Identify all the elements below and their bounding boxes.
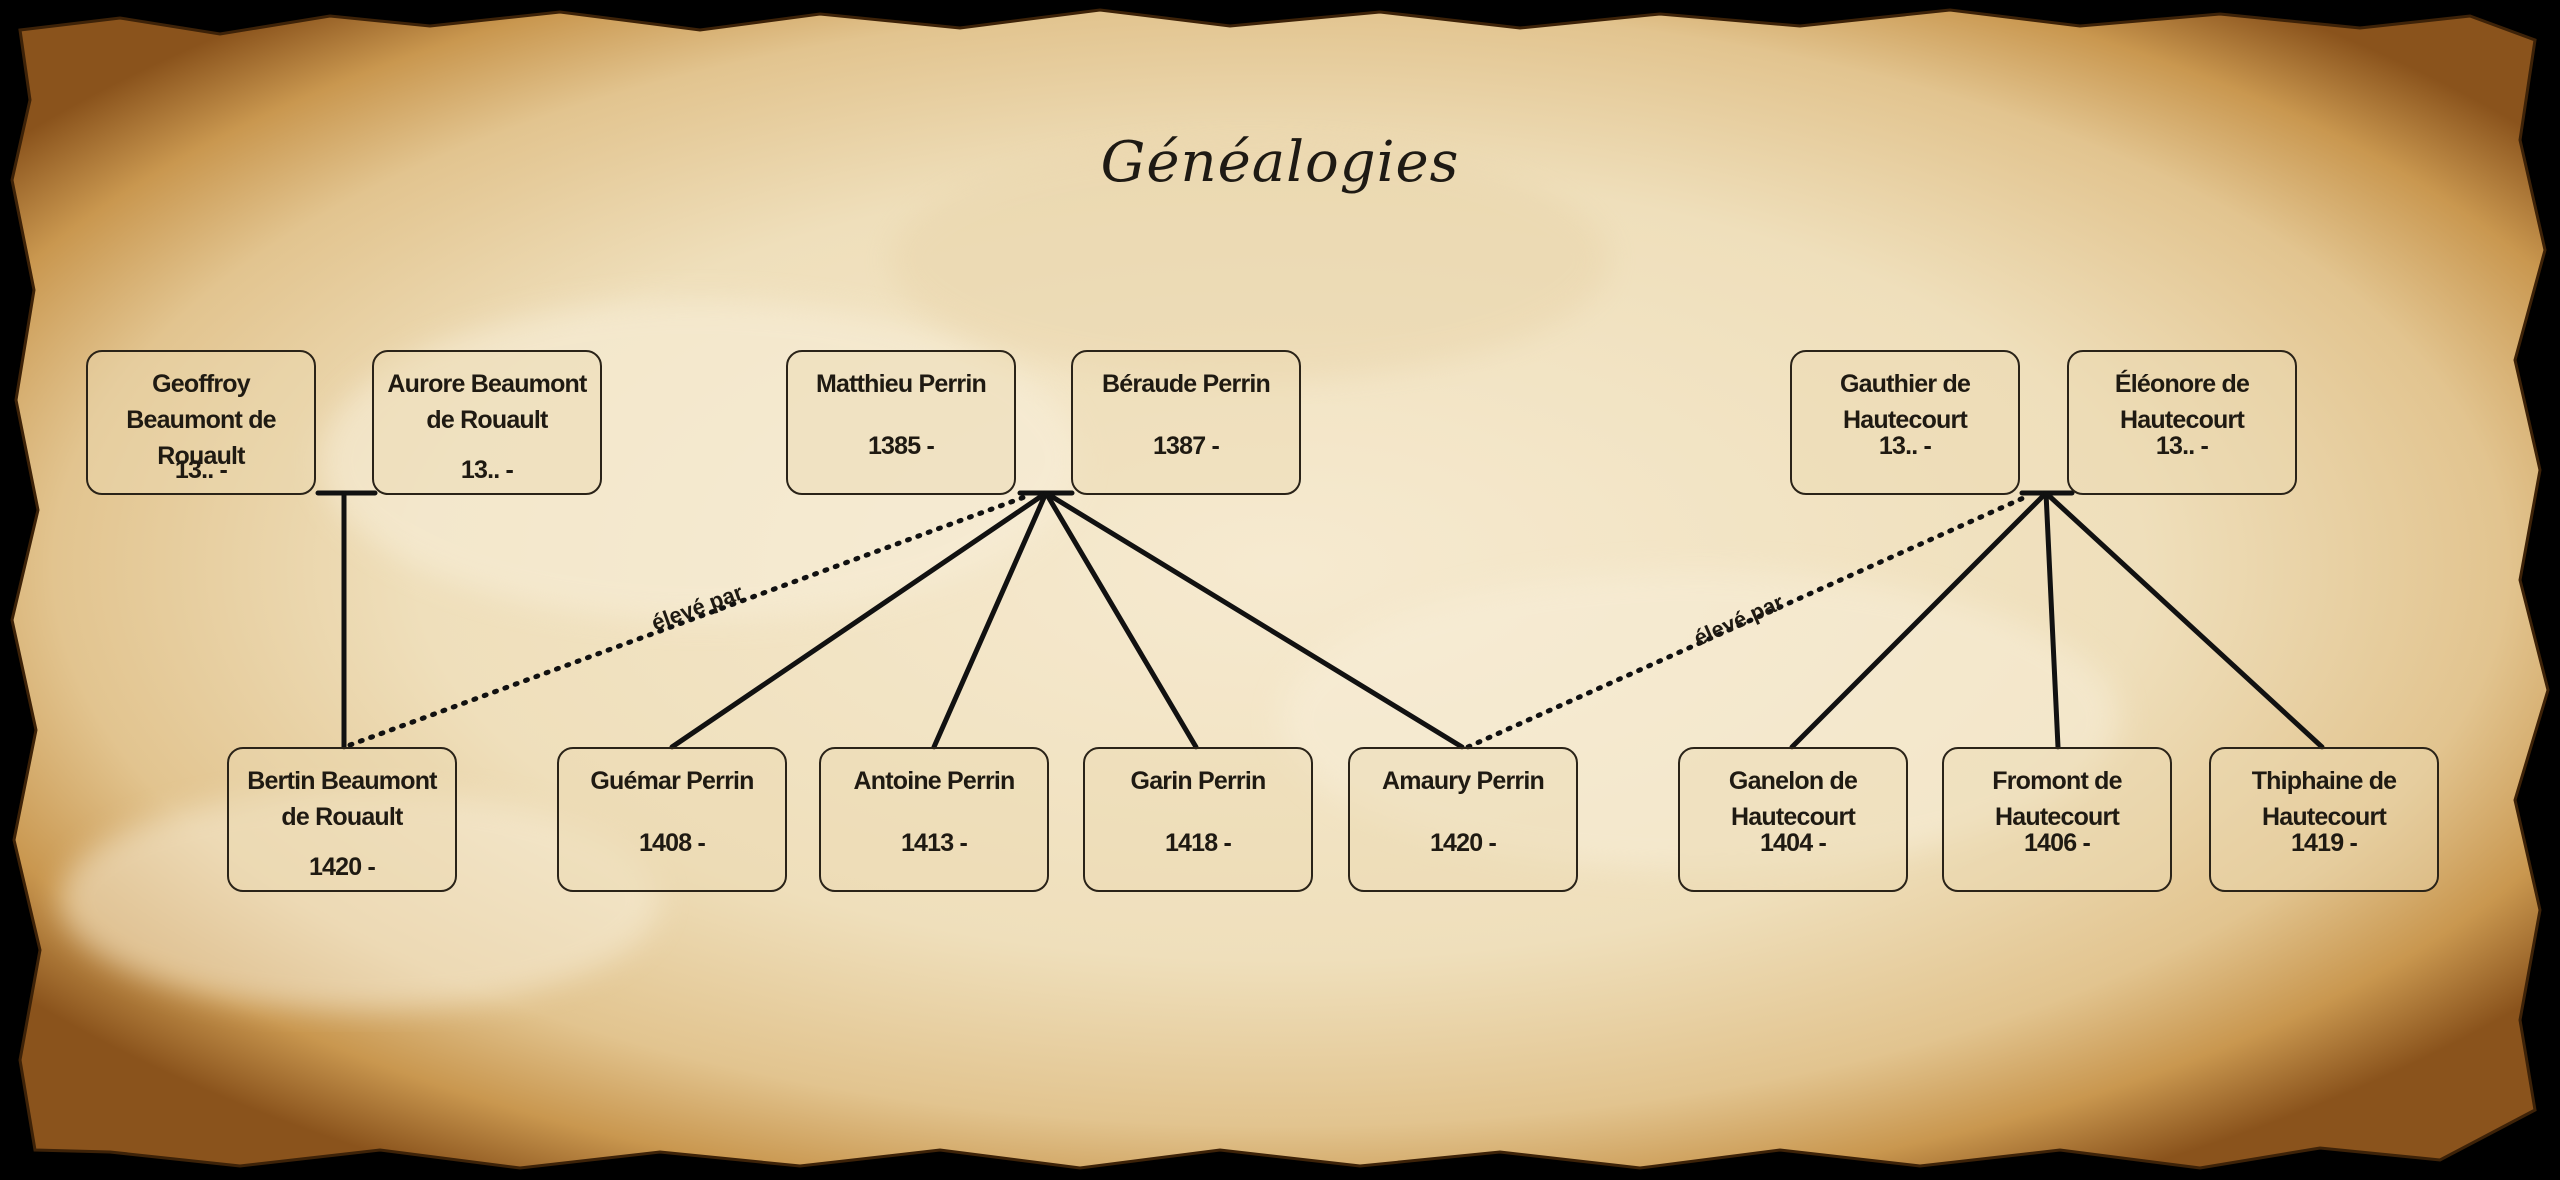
person-name: Geoffroy Beaumont de Rouault [126,370,276,470]
person-card-bertin[interactable]: Bertin Beaumont de Rouault 1420 - [227,747,457,892]
person-name: Matthieu Perrin [816,370,987,398]
person-dates: 13.. - [460,456,514,484]
link-hautecourt-ganelon [1789,490,2049,750]
person-dates: 1404 - [1759,829,1827,857]
person-dates: 1420 - [308,853,376,881]
person-card-matthieu[interactable]: Matthieu Perrin 1385 - [786,350,1016,495]
person-name: Ganelon de Hautecourt [1728,767,1858,831]
person-card-eleonore[interactable]: Éléonore de Hautecourt 13.. - [2067,350,2297,495]
person-name: Fromont de Hautecourt [1992,767,2122,831]
parchment-stain [320,300,1080,620]
person-dates: 1413 - [900,829,968,857]
person-dates: 1419 - [2290,829,2358,857]
person-name: Éléonore de Hautecourt [2114,370,2250,434]
link-perrin-guemar [669,490,1049,750]
parchment-stain [60,790,660,1010]
connector-lines [315,490,2325,750]
person-dates: 1385 - [867,432,935,460]
person-dates: 1408 - [638,829,706,857]
parchment-stain [1280,570,2120,870]
person-card-geoffroy[interactable]: Geoffroy Beaumont de Rouault 13.. - [86,350,316,495]
link-perrin-antoine [931,490,1049,750]
person-name: Aurore Beaumont de Rouault [387,370,587,434]
link-hautecourt-fromont [2043,490,2061,750]
person-name: Garin Perrin [1130,767,1267,795]
person-card-garin[interactable]: Garin Perrin 1418 - [1083,747,1313,892]
person-card-fromont[interactable]: Fromont de Hautecourt 1406 - [1942,747,2172,892]
person-card-ganelon[interactable]: Ganelon de Hautecourt 1404 - [1678,747,1908,892]
link-perrin-garin [1043,490,1199,750]
person-name: Thiphaine de Hautecourt [2251,767,2397,831]
parchment-stain [890,140,1610,380]
person-dates: 13.. - [1878,432,1932,460]
person-dates: 1420 - [1429,829,1497,857]
person-card-beraude[interactable]: Béraude Perrin 1387 - [1071,350,1301,495]
person-name: Gauthier de Hautecourt [1839,370,1971,434]
person-dates: 1418 - [1164,829,1232,857]
person-card-thiphaine[interactable]: Thiphaine de Hautecourt 1419 - [2209,747,2439,892]
raised-by-link-amaury [1465,492,2033,750]
link-hautecourt-thiphaine [2043,490,2325,750]
person-dates: 1387 - [1152,432,1220,460]
person-card-amaury[interactable]: Amaury Perrin 1420 - [1348,747,1578,892]
person-name: Béraude Perrin [1101,370,1271,398]
person-name: Amaury Perrin [1382,767,1545,795]
person-dates: 1406 - [2023,829,2091,857]
link-perrin-amaury [1043,490,1465,750]
person-name: Antoine Perrin [853,767,1015,795]
raised-by-link-bertin [347,492,1033,748]
person-card-aurore[interactable]: Aurore Beaumont de Rouault 13.. - [372,350,602,495]
person-card-guemar[interactable]: Guémar Perrin 1408 - [557,747,787,892]
person-card-antoine[interactable]: Antoine Perrin 1413 - [819,747,1049,892]
person-card-gauthier[interactable]: Gauthier de Hautecourt 13.. - [1790,350,2020,495]
person-name: Bertin Beaumont de Rouault [247,767,437,831]
person-dates: 13.. - [2155,432,2209,460]
person-name: Guémar Perrin [590,767,754,795]
person-dates: 13.. - [174,456,228,484]
page-title: Généalogies [1100,130,1460,195]
